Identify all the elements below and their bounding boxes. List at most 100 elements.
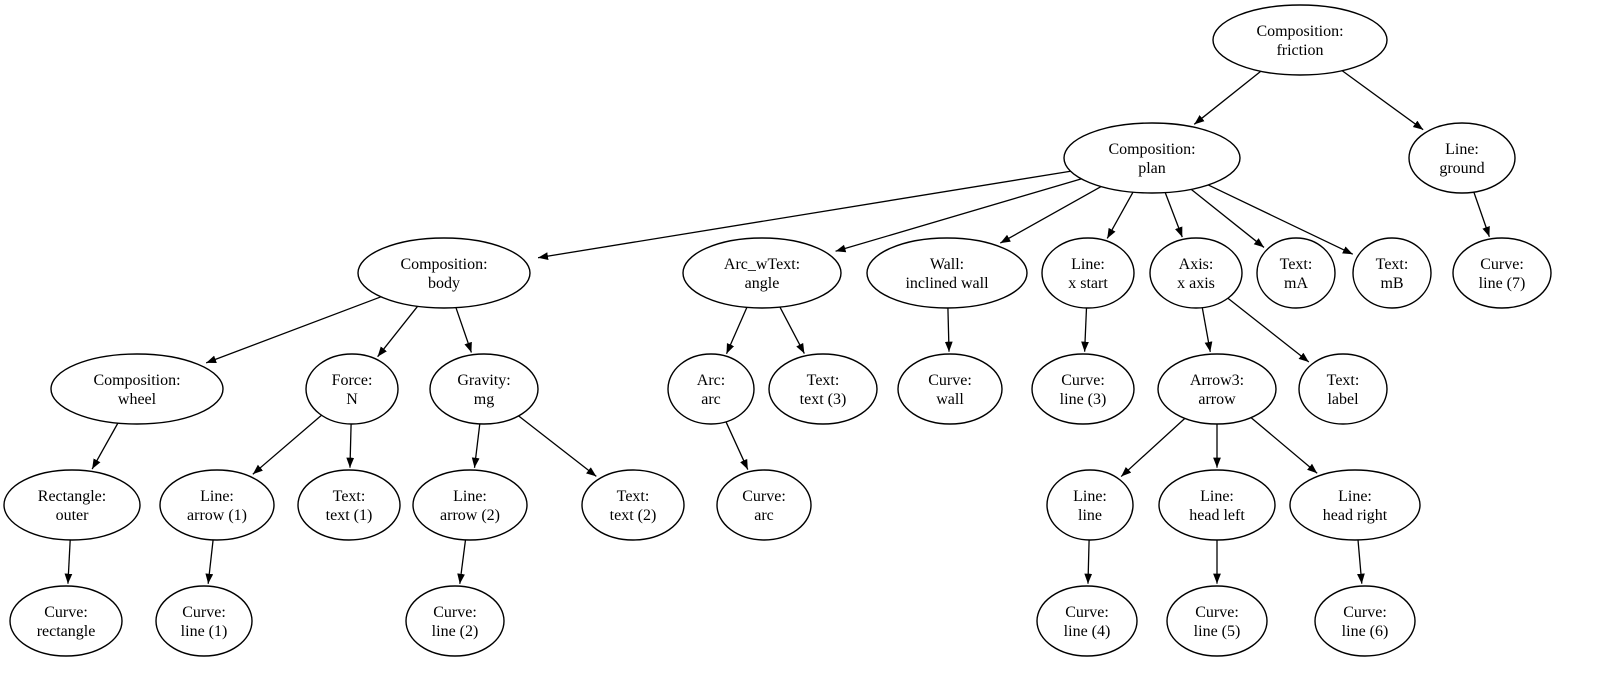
edge-x-axis-to-label [1227,297,1310,363]
edge-angle-to-text3 [779,306,805,354]
edge-outer-to-rect-curve [64,539,73,584]
node-ellipse-line-node [1046,469,1134,541]
node-friction: Composition:friction [1212,4,1388,76]
node-label-name-label: label [1327,391,1359,408]
node-ellipse-rect-curve [9,585,123,657]
edge-body-to-N [377,305,419,358]
node-label-type-plan: Composition: [1108,141,1195,158]
node-label-name-line-node: line [1078,507,1102,524]
node-curve-wall: Curve:wall [897,353,1003,425]
node-label-type-mA: Text: [1280,256,1313,273]
node-label-type-head-right: Line: [1338,488,1372,505]
edge-arrow3-to-head-right [1250,417,1318,474]
node-ellipse-text1 [297,469,401,541]
node-ellipse-angle [682,237,842,309]
node-label-name-line3: line (3) [1060,391,1107,408]
node-ground: Line: ground [1408,122,1516,194]
node-ellipse-line3 [1031,353,1135,425]
node-label-name-arrow1: arrow (1) [187,507,247,524]
node-label-type-ground: Line: [1445,141,1479,158]
node-line3: Curve: line (3) [1031,353,1135,425]
node-label-type-friction: Composition: [1256,23,1343,40]
node-text1: Text:text (1) [297,469,401,541]
edge-angle-to-arc-node [725,307,748,354]
node-label-name-head-left: head left [1189,507,1245,524]
node-line4: Curve: line (4) [1036,585,1138,657]
node-ellipse-plan [1063,122,1241,194]
node-label-type-wheel: Composition: [93,372,180,389]
node-label-name-arrow3: arrow [1198,391,1236,408]
nodes-layer: Composition:frictionComposition:planLine… [3,4,1552,657]
node-label-type-text1: Text: [333,488,366,505]
node-label-name-arc-node: arc [701,391,721,408]
node-label-name-line4: line (4) [1064,623,1111,640]
node-wheel: Composition:wheel [50,353,224,425]
node-arrow1: Line:arrow (1) [159,469,275,541]
node-label-name-body: body [428,275,460,292]
node-label-name-line1: line (1) [181,623,228,640]
edge-mg-to-text2 [518,415,597,477]
node-line5: Curve: line (5) [1166,585,1268,657]
node-label-type-curve-arc: Curve: [742,488,786,505]
node-label-name-line5: line (5) [1194,623,1241,640]
edge-wheel-to-outer [91,422,119,470]
node-ellipse-text2 [581,469,685,541]
node-ellipse-head-left [1158,469,1276,541]
edge-plan-to-x-start [1106,191,1134,239]
edge-arrow3-to-line-node [1120,417,1186,478]
node-label-type-label: Text: [1327,372,1360,389]
node-ellipse-line2 [405,585,505,657]
node-ellipse-inclined-wall [866,237,1028,309]
node-ellipse-line7 [1452,237,1552,309]
edge-ground-to-line7 [1473,191,1491,237]
node-ellipse-mA [1256,237,1336,309]
node-curve-arc: Curve:arc [716,469,812,541]
node-N: Force:N [305,353,399,425]
node-ellipse-arrow2 [412,469,528,541]
node-label-type-text2: Text: [617,488,650,505]
edge-x-start-to-line3 [1081,307,1089,352]
node-label-type-text3: Text: [807,372,840,389]
node-label-name-ground: ground [1439,160,1484,177]
node-label-name-angle: angle [745,275,780,292]
node-label-name-outer: outer [56,507,90,524]
edge-inclined-wall-to-curve-wall [944,307,953,352]
node-ellipse-wheel [50,353,224,425]
node-label-name-mB: mB [1380,275,1403,292]
node-label-type-line4: Curve: [1065,604,1109,621]
edge-plan-to-body [537,170,1071,260]
node-ellipse-N [305,353,399,425]
node-label-type-line3: Curve: [1061,372,1105,389]
node-x-axis: Axis:x axis [1149,237,1243,309]
edge-plan-to-mB [1207,184,1354,255]
node-label-type-body: Composition: [400,256,487,273]
node-ellipse-line5 [1166,585,1268,657]
node-label-type-x-axis: Axis: [1179,256,1214,273]
edges-layer [64,70,1491,584]
node-label-type-line5: Curve: [1195,604,1239,621]
node-label-name-line2: line (2) [432,623,479,640]
node-label-type-N: Force: [332,372,373,389]
node-label-type-line2: Curve: [433,604,477,621]
node-ellipse-text3 [768,353,878,425]
node-label-type-arrow3: Arrow3: [1190,372,1244,389]
node-line1: Curve:line (1) [155,585,253,657]
node-label-type-outer: Rectangle: [38,488,106,505]
node-arc-node: Arc:arc [667,353,755,425]
node-label-name-inclined-wall: inclined wall [905,275,989,292]
node-label-name-line6: line (6) [1342,623,1389,640]
node-ellipse-mB [1352,237,1432,309]
node-inclined-wall: Wall:inclined wall [866,237,1028,309]
edge-N-to-text1 [346,423,355,468]
edge-friction-to-ground [1341,70,1424,131]
node-label-type-mB: Text: [1376,256,1409,273]
node-label-name-mg: mg [474,391,494,408]
edge-body-to-wheel [205,296,382,364]
edge-body-to-mg [455,307,473,353]
node-arrow3: Arrow3: arrow [1157,353,1277,425]
node-ellipse-arc-node [667,353,755,425]
node-label-name-head-right: head right [1323,507,1388,524]
node-label-type-mg: Gravity: [457,372,510,389]
node-ellipse-curve-arc [716,469,812,541]
